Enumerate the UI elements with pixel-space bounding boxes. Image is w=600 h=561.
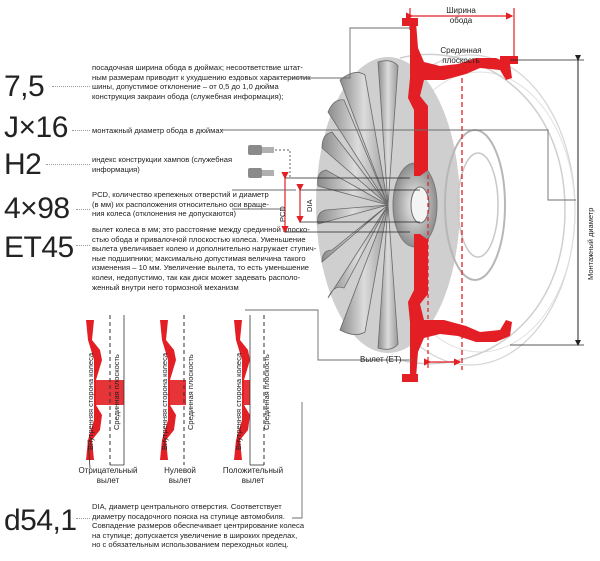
offset-profiles [86,315,265,469]
divider-line [46,164,90,165]
desc-rim-width: посадочная ширина обода в дюймах; несоот… [92,63,311,101]
mount-diameter-label: Монтажный диаметр [586,207,595,280]
profile-mid-label: Срединная плоскость [112,354,121,430]
code-rim-width: 7,5 [4,70,45,103]
profile-mid-label: Срединная плоскость [262,354,271,430]
code-offset: ET45 [4,231,74,264]
offset-label: Вылет (ET) [360,355,402,364]
leader-lines [220,27,576,519]
code-hump: H2 [4,148,42,181]
profile-caption-zero: Нулевой вылет [164,466,196,485]
profile-inner-label: Внутренняя сторона колеса [160,352,169,450]
divider-line [52,86,90,87]
desc-pcd: PCD, количество крепежных отверстий и ди… [92,190,269,219]
pcd-label: PCD [278,206,287,222]
code-rim-diameter: J×16 [4,111,68,144]
rim-width-dimension [406,8,515,60]
profile-positive [234,315,265,466]
dia-label: DIA [305,199,314,212]
profile-negative [86,315,125,469]
divider-line [72,130,90,131]
code-dia: d54,1 [4,504,77,537]
profile-inner-label: Внутренняя сторона колеса [234,352,243,450]
profile-zero [160,315,186,465]
profile-inner-label: Внутренняя сторона колеса [86,352,95,450]
profile-caption-positive: Положительный вылет [222,466,284,485]
profile-caption-negative: Отрицательный вылет [78,466,138,485]
lug-bolt-icon [248,145,274,178]
desc-hump: индекс конструкции хампов (служебная инф… [92,155,233,174]
code-pcd: 4×98 [4,192,70,225]
mid-plane-label: Срединная плоскость [440,46,482,65]
mount-diameter-dimension [510,55,584,346]
pcd-dia-dimension [275,149,420,234]
divider-line [76,245,90,246]
desc-rim-diameter: монтажный диаметр обода в дюймах [92,126,224,135]
divider-line [76,209,90,210]
desc-offset: вылет колеса в мм; это расстояние между … [92,225,317,292]
profile-mid-label: Срединная плоскость [186,354,195,430]
wheel-disc [316,57,460,353]
rim-width-label: Ширина обода [446,6,476,25]
desc-dia: DIA, диаметр центрального отверстия. Соо… [92,502,305,550]
divider-line [76,518,90,519]
